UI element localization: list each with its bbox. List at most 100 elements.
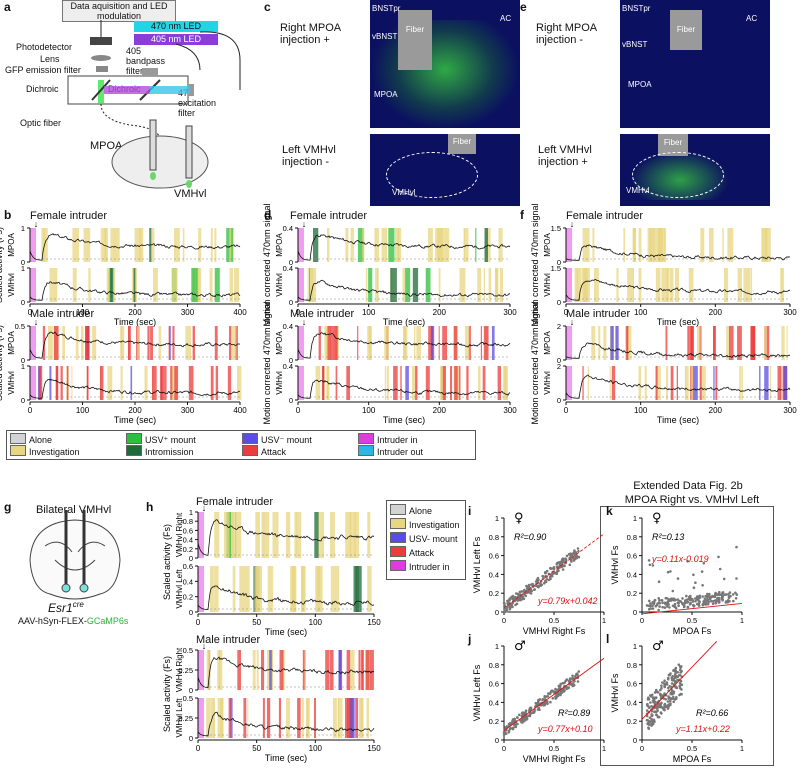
data-point (650, 713, 653, 716)
y-tick-label: 0.25 (178, 714, 193, 723)
data-point (549, 700, 552, 704)
behavior-bar (285, 698, 291, 738)
intruder-in-arrow: ↓ (202, 503, 207, 513)
y-tick-label: 0.4 (283, 224, 293, 233)
y-tick-label: 0.4 (627, 698, 637, 707)
signal-trace (297, 279, 510, 301)
data-point (679, 600, 683, 603)
y-tick-label: 0.6 (183, 562, 193, 571)
row-ylabel: MPOA (543, 233, 552, 257)
behavior-bar (237, 650, 241, 690)
y-tick-label: 0 (633, 608, 637, 617)
data-point (655, 713, 658, 716)
x-tick-label: 100 (362, 406, 376, 415)
behavior-bar (296, 512, 302, 558)
y-axis-label: VMHvl Left Fs (472, 536, 482, 593)
data-point (673, 602, 677, 606)
data-point (685, 594, 688, 598)
y-tick-label: 0.5 (183, 694, 193, 703)
behavior-bar (214, 566, 219, 612)
data-point (573, 549, 576, 552)
data-point (535, 578, 539, 581)
behavior-bar (255, 512, 260, 558)
legend-item: Investigation (10, 445, 80, 457)
behavior-bar (214, 228, 217, 262)
f-male-title: Male intruder (566, 308, 631, 320)
behavior-bar (324, 326, 329, 360)
behavior-bar (603, 326, 607, 360)
data-point (549, 577, 552, 581)
data-point (666, 677, 670, 681)
data-point (522, 711, 526, 715)
behavior-bar (669, 268, 674, 302)
data-point (681, 597, 684, 600)
behavior-bar (231, 326, 237, 360)
behavior-bar (750, 268, 753, 302)
data-point (571, 674, 574, 678)
data-point (544, 580, 548, 584)
x-axis-label: Time (sec) (657, 317, 699, 327)
lens-shape (91, 55, 111, 61)
data-point (505, 732, 508, 735)
legend-item: USV- mount (390, 532, 458, 544)
data-point (528, 707, 532, 710)
chart-ylabel: Scaled activity (Fs) (0, 227, 4, 303)
behavior-bar (227, 366, 232, 400)
behavior-bar (633, 268, 634, 302)
g-line-text: Esr1 (48, 601, 73, 615)
legend-label: Intruder out (377, 447, 424, 457)
chart-ylabel: Motion corrected 470nm signal (262, 203, 272, 326)
data-point (680, 665, 683, 668)
behavior-bar (206, 698, 211, 738)
ext-title2: MPOA Right vs. VMHvl Left (624, 494, 760, 506)
intruder-in-arrow: ↓ (570, 219, 575, 229)
behavior-bar (687, 326, 690, 360)
behavior-bar (690, 366, 694, 400)
data-point (692, 605, 696, 608)
e-fiber: Fiber (670, 10, 702, 50)
r2-label: R²=0.89 (558, 708, 590, 718)
data-point (720, 597, 724, 600)
row-ylabel: MPOA (275, 233, 284, 257)
e-mpoa-label: MPOA (628, 80, 652, 89)
behavior-bar (715, 366, 718, 400)
data-point (577, 670, 581, 673)
data-point (651, 696, 655, 700)
e-vmhvl-micrograph: Fiber VMHvl (620, 134, 770, 206)
signal-trace (565, 374, 791, 399)
row-ylabel: VMHvl Right (175, 647, 184, 692)
row-ylabel: VMHvl (543, 273, 552, 297)
data-point (509, 604, 512, 607)
behavior-bar (411, 366, 417, 400)
behavior-bar (440, 366, 445, 400)
data-point (670, 682, 674, 685)
data-point (645, 714, 649, 718)
legend-swatch (390, 560, 406, 571)
data-point (678, 674, 682, 677)
behavior-bar (498, 228, 503, 262)
g-virus-text: AAV-hSyn-FLEX- (18, 616, 87, 626)
behavior-bar (49, 268, 57, 302)
lens-label: Lens (40, 54, 60, 64)
y-tick-label: 0.2 (489, 589, 499, 598)
c-vmhvl-micrograph: Fiber VMHvl (370, 134, 520, 206)
legend-swatch (126, 433, 142, 444)
behavior-bar (709, 228, 714, 262)
data-point (660, 684, 663, 687)
behavior-bar (450, 366, 453, 400)
behavior-bar (360, 698, 364, 738)
data-point (718, 590, 721, 594)
behavior-bar (290, 566, 296, 612)
photodetector (90, 37, 112, 45)
y-tick-label: 0 (21, 356, 25, 365)
behavior-bar (301, 566, 305, 612)
data-point (541, 577, 545, 581)
behavior-bar (75, 326, 79, 360)
data-point (676, 598, 679, 601)
data-point (667, 686, 670, 690)
data-point (660, 599, 664, 602)
y-tick-label: 0 (21, 258, 25, 267)
behavior-bar (632, 228, 636, 262)
behavior-bar (454, 366, 458, 400)
c-fiber2: Fiber (448, 134, 476, 154)
